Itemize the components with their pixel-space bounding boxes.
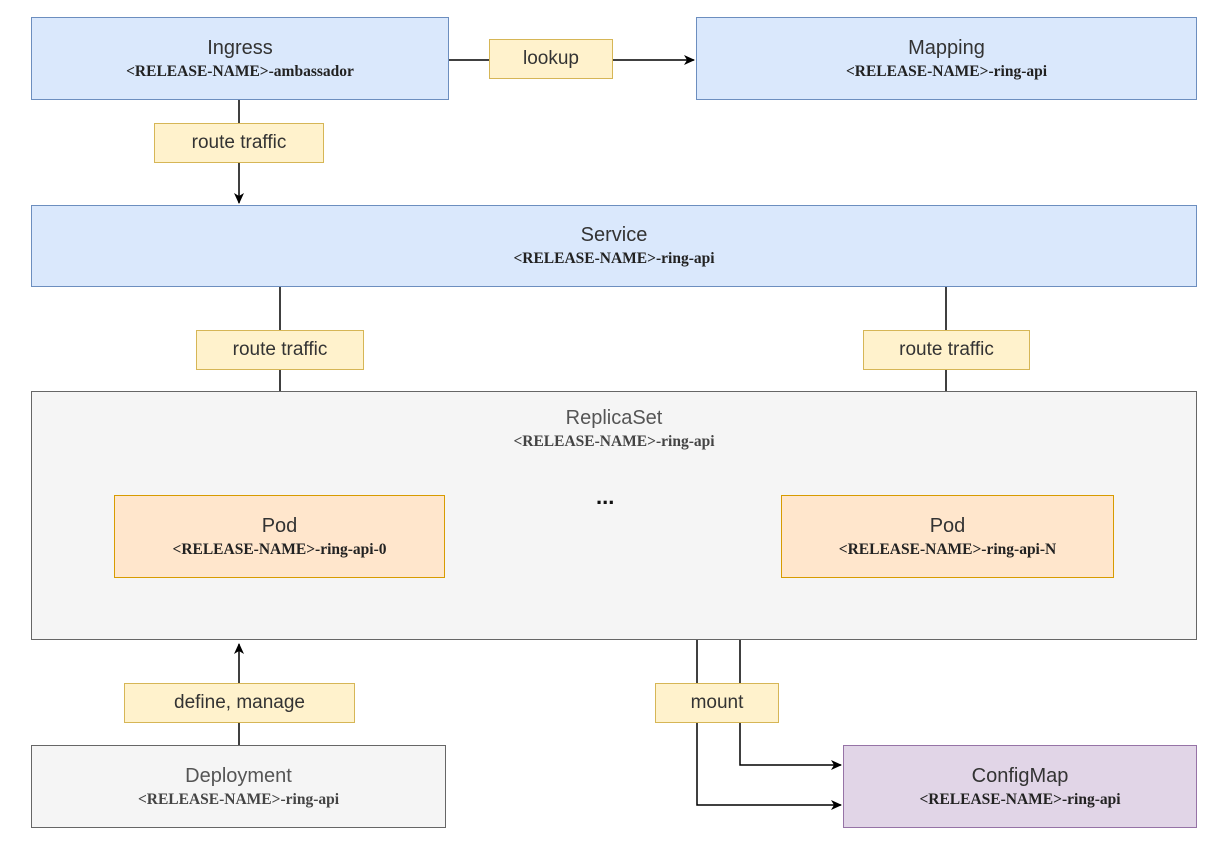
pods-ellipsis: ... — [596, 484, 615, 509]
node-replicaset-title: ReplicaSet — [565, 407, 663, 429]
node-replicaset-subtitle: <RELEASE-NAME>-ring-api — [513, 433, 715, 450]
node-service-title: Service — [580, 224, 648, 246]
edge-label-mount: mount — [655, 683, 779, 723]
edge-label-ingress-route: route traffic — [154, 123, 324, 163]
node-mapping-title: Mapping — [908, 36, 985, 59]
node-pod-n-title: Pod — [929, 514, 966, 537]
node-ingress: Ingress <RELEASE-NAME>-ambassador — [31, 17, 449, 100]
node-configmap: ConfigMap <RELEASE-NAME>-ring-api — [843, 745, 1197, 828]
node-pod-n-subtitle: <RELEASE-NAME>-ring-api-N — [838, 540, 1057, 558]
edge-label-service-route-right: route traffic — [863, 330, 1030, 370]
node-mapping: Mapping <RELEASE-NAME>-ring-api — [696, 17, 1197, 100]
node-deployment-title: Deployment — [185, 764, 292, 787]
node-ingress-title: Ingress — [207, 36, 273, 59]
node-configmap-title: ConfigMap — [971, 764, 1069, 787]
node-pod-0: Pod <RELEASE-NAME>-ring-api-0 — [114, 495, 445, 578]
node-service-subtitle: <RELEASE-NAME>-ring-api — [513, 250, 715, 267]
node-mapping-subtitle: <RELEASE-NAME>-ring-api — [845, 62, 1048, 80]
edge-label-service-route-left: route traffic — [196, 330, 364, 370]
node-deployment: Deployment <RELEASE-NAME>-ring-api — [31, 745, 446, 828]
node-pod-0-title: Pod — [261, 514, 298, 537]
node-pod-0-subtitle: <RELEASE-NAME>-ring-api-0 — [172, 540, 387, 558]
node-ingress-subtitle: <RELEASE-NAME>-ambassador — [126, 62, 354, 80]
node-deployment-subtitle: <RELEASE-NAME>-ring-api — [137, 790, 340, 808]
node-configmap-subtitle: <RELEASE-NAME>-ring-api — [919, 790, 1121, 808]
edge-label-lookup: lookup — [489, 39, 613, 79]
edge-label-define-manage: define, manage — [124, 683, 355, 723]
node-pod-n: Pod <RELEASE-NAME>-ring-api-N — [781, 495, 1114, 578]
node-service: Service <RELEASE-NAME>-ring-api — [31, 205, 1197, 287]
